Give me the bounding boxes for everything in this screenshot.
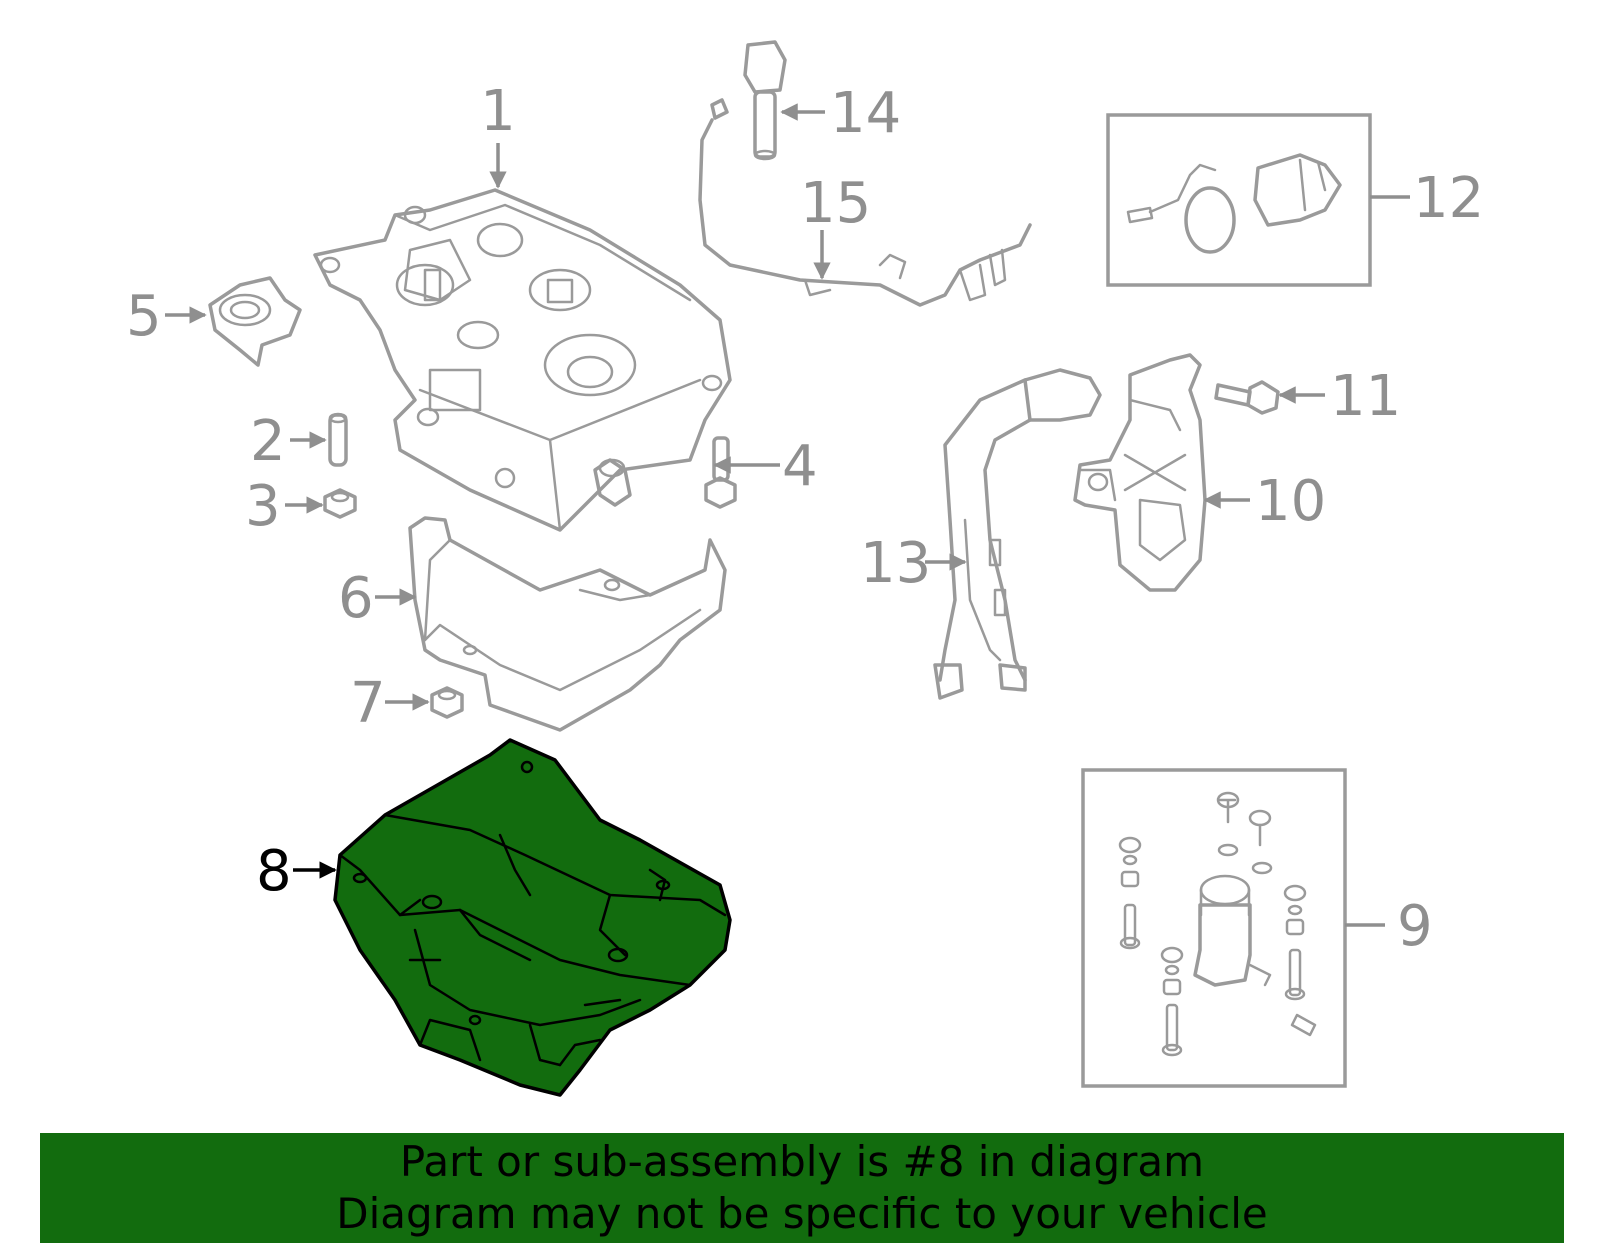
- leader-lines: [165, 103, 1410, 927]
- callout-15: 15: [800, 171, 871, 236]
- callout-4: 4: [782, 434, 818, 499]
- callout-7: 7: [350, 671, 386, 736]
- part-13-pipes[interactable]: [933, 368, 1102, 700]
- callout-10: 10: [1255, 469, 1326, 534]
- callout-2: 2: [250, 409, 286, 474]
- part-11-bolt[interactable]: [1214, 380, 1280, 415]
- callout-3: 3: [245, 474, 281, 539]
- callout-labels: 1 2 3 4 5 6 7 8 9 10 11 12 13 14 15: [126, 79, 1484, 959]
- callout-6: 6: [338, 566, 374, 631]
- callout-13: 13: [860, 531, 931, 596]
- part-6-shield[interactable]: [408, 516, 727, 732]
- callout-5: 5: [126, 284, 162, 349]
- part-9-kit-box[interactable]: [1081, 768, 1347, 1088]
- callout-14: 14: [830, 81, 901, 146]
- part-1-modulator-unit[interactable]: [313, 188, 732, 532]
- part-7-nut[interactable]: [430, 686, 464, 719]
- callout-12: 12: [1413, 166, 1484, 231]
- banner-line-2: Diagram may not be specific to your vehi…: [336, 1189, 1268, 1238]
- callout-11: 11: [1330, 364, 1401, 429]
- banner-line-1: Part or sub-assembly is #8 in diagram: [399, 1137, 1205, 1186]
- part-4-bolt[interactable]: [704, 436, 737, 509]
- callout-1: 1: [480, 79, 516, 144]
- part-8-shield-highlighted[interactable]: [333, 738, 732, 1097]
- part-12-sensor-box[interactable]: [1106, 113, 1372, 287]
- part-15-wire-harness[interactable]: [698, 98, 1032, 307]
- callout-8: 8: [256, 839, 292, 904]
- callout-9: 9: [1397, 894, 1433, 959]
- part-10-bracket[interactable]: [1073, 353, 1207, 592]
- part-5-bracket[interactable]: [208, 276, 302, 367]
- part-14-sensor[interactable]: [743, 40, 787, 161]
- info-banner: Part or sub-assembly is #8 in diagram Di…: [40, 1133, 1564, 1243]
- part-2-pin[interactable]: [328, 412, 348, 467]
- part-3-nut[interactable]: [323, 488, 357, 519]
